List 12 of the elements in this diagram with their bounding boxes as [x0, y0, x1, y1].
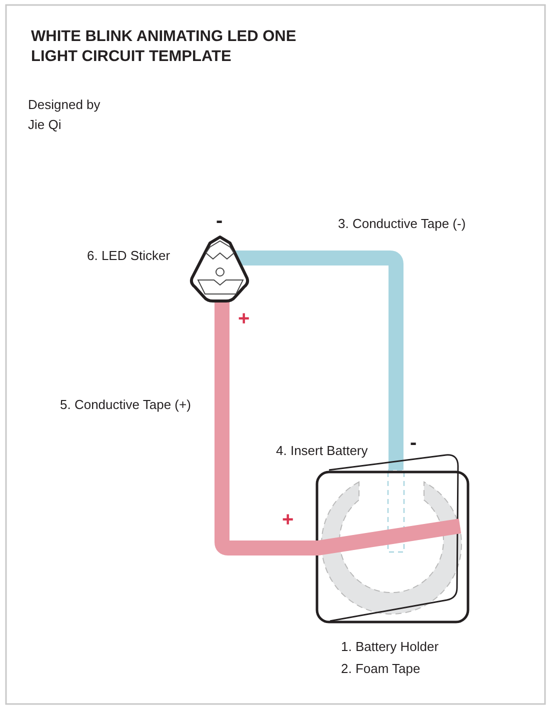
- polarity-sign: -: [216, 210, 223, 233]
- part-label: 6. LED Sticker: [87, 248, 170, 263]
- part-label: 1. Battery Holder: [341, 639, 439, 654]
- title: WHITE BLINK ANIMATING LED ONE LIGHT CIRCUIT TEMPLATE: [31, 27, 298, 67]
- polarity-sign: -: [410, 432, 417, 455]
- designer-credit: Designed by Jie Qi: [28, 96, 102, 134]
- part-label: 2. Foam Tape: [341, 661, 420, 676]
- part-label: 4. Insert Battery: [276, 443, 368, 458]
- polarity-sign: +: [282, 509, 294, 532]
- polarity-sign: +: [238, 308, 250, 331]
- part-label: 5. Conductive Tape (+): [60, 397, 191, 412]
- part-label: 3. Conductive Tape (-): [338, 216, 466, 231]
